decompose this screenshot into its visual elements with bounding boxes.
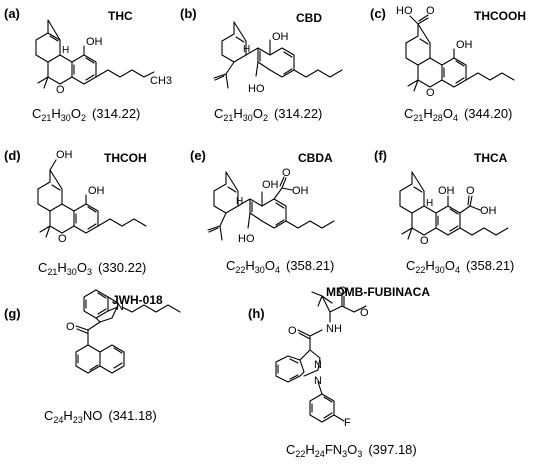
panel-f-compound-name: THCA [474,151,508,165]
panel-f-label: (f) [374,148,387,163]
panel-d: (d) THCOH OH OH O C21H30O3(330.22) [4,148,147,277]
panel-f-atom-o: O [420,235,429,247]
panel-c-atom-o-carbonyl: O [426,5,435,17]
panel-h: (h) MDMB-FUBINACA O O O NH N N F [248,285,430,459]
panel-e-atom-oh: OH [262,179,279,191]
panel-f-atom-oh: OH [438,185,455,197]
panel-c-label: (c) [370,6,386,21]
panel-c-formula: C21H28O4(344.20) [404,106,512,123]
panel-e-structure [207,171,335,241]
panel-c-atom-ho: HO [396,5,413,17]
panel-a-formula: C21H30O2(314.22) [32,106,140,123]
panel-h-compound-name: MDMB-FUBINACA [326,285,430,299]
panel-c: (c) THCOOH HO O OH O C21H28O4(344.20) [370,5,526,123]
panel-e-label: (e) [190,148,206,163]
panel-f-atom-h: H [426,198,433,209]
panel-g: (g) JWH-018 O N C24H23NO(341.18) [4,289,181,425]
panel-h-label: (h) [248,306,265,321]
panel-b: (b) CBD OH HO H C21H30O2(314.22) [180,6,343,123]
panel-d-structure [37,159,147,238]
panel-e: (e) CBDA OH O OH HO H C22H30O4(358.21) [190,148,335,275]
panel-f-atom-oh-acid: OH [480,205,497,217]
panel-b-atom-oh: OH [272,31,289,43]
panel-a-atom-h: H [62,45,69,56]
panel-e-atom-h: H [236,196,243,207]
panel-d-atom-o: O [58,233,67,245]
panel-b-formula: C21H30O2(314.22) [214,106,322,123]
panel-h-atom-o-carbonyl: O [338,285,347,297]
panel-a-compound-name: THC [108,9,133,23]
panel-c-compound-name: THCOOH [474,9,526,23]
panel-g-atom-n: N [116,301,124,313]
panel-b-label: (b) [180,6,197,21]
panel-h-structure [275,291,367,423]
panel-g-formula: C24H23NO(341.18) [44,408,157,425]
panel-b-atom-ho: HO [248,83,265,95]
panel-f-structure [399,171,509,240]
panel-c-structure [405,14,515,92]
panel-d-formula: C21H30O3(330.22) [38,260,146,277]
panel-f-formula: C22H30O4(358.21) [406,258,514,275]
panel-a: (a) THC OH O H CH3 C21H30O2(314.22) [4,6,172,123]
panel-a-atom-o: O [56,84,65,96]
panel-e-atom-o: O [282,167,291,179]
panel-f-atom-o-carbonyl: O [466,185,475,197]
panel-h-atom-f: F [344,417,351,429]
panel-g-compound-name: JWH-018 [112,293,163,307]
panel-g-structure [75,289,181,374]
panel-d-label: (d) [4,148,21,163]
panel-e-compound-name: CBDA [298,151,333,165]
panel-b-atom-h: H [243,44,250,55]
panel-d-compound-name: THCOH [104,151,147,165]
panel-f: (f) THCA OH O OH O H C22H30O4(358.21) [374,148,514,275]
panel-h-atom-o-ester: O [360,307,369,319]
panel-h-atom-nh: NH [326,323,342,335]
panel-c-atom-o: O [426,87,435,99]
panel-h-atom-o-amide: O [288,325,297,337]
panel-a-atom-oh: OH [86,36,103,48]
panel-h-atom-n2: N [314,375,322,387]
panel-g-label: (g) [4,306,21,321]
panel-d-atom-oh: OH [88,185,105,197]
panel-g-atom-o: O [66,321,75,333]
panel-b-compound-name: CBD [296,11,322,25]
panel-h-formula: C22H24FN3O3(397.18) [286,442,417,459]
panel-a-atom-ch3: CH3 [150,75,172,87]
panel-b-structure [213,21,343,89]
panel-a-structure [35,19,155,89]
panel-e-formula: C22H30O4(358.21) [226,258,334,275]
panel-d-atom-oh-top: OH [56,149,73,161]
panel-e-atom-oh-acid: OH [292,185,309,197]
panel-h-atom-n1: N [314,359,322,371]
panel-a-label: (a) [4,6,20,21]
panel-c-atom-oh: OH [456,39,473,51]
panel-e-atom-ho: HO [238,233,255,245]
